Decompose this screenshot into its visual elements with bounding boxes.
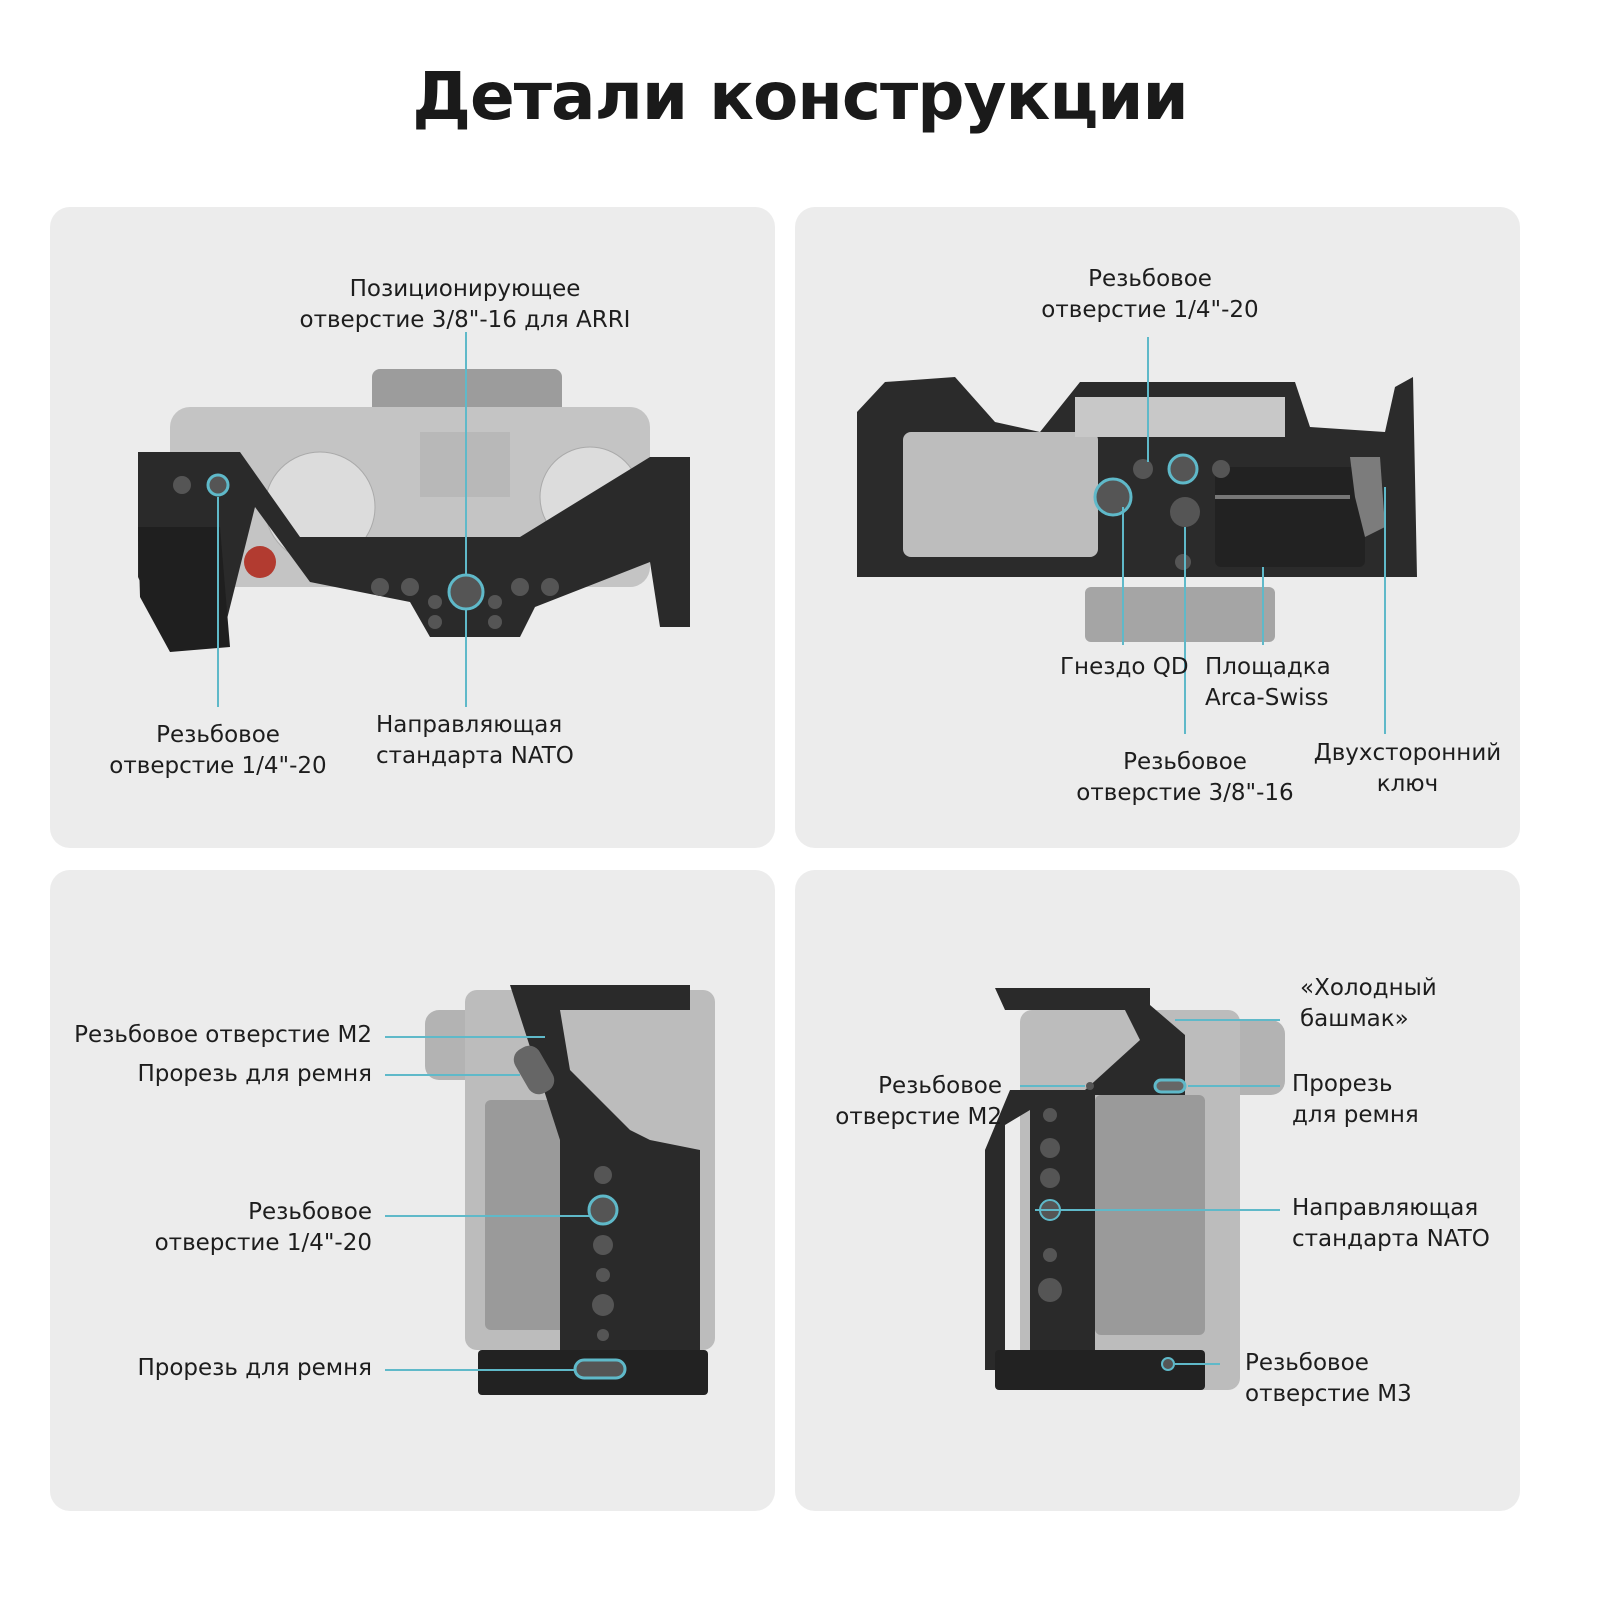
label-line: Двухсторонний [1313,740,1502,766]
label-line: отверстие M2 [835,1104,1002,1130]
label-arri-hole: Позиционирующее отверстие 3/8"-16 для AR… [280,274,650,336]
label-line: отверстие 3/8"-16 для ARRI [299,307,631,333]
label-strap-slot: Прорезь для ремня [1292,1069,1419,1131]
panel-bottom-view: Резьбовое отверстие 1/4"-20 Гнездо QD Пл… [795,207,1520,848]
label-quarter-inch-hole: Резьбовое отверстие 1/4"-20 [100,720,336,782]
label-m2-hole: Резьбовое отверстие M2 [74,1020,372,1051]
label-three-eighths-hole: Резьбовое отверстие 3/8"-16 [1065,747,1305,809]
label-line: Резьбовое [248,1199,372,1225]
label-arca-swiss: Площадка Arca-Swiss [1205,652,1331,714]
label-cold-shoe: «Холодный башмак» [1300,973,1437,1035]
label-line: отверстие M3 [1245,1381,1412,1407]
label-strap-slot-bottom: Прорезь для ремня [137,1353,372,1384]
label-line: Прорезь для ремня [137,1355,372,1381]
label-line: отверстие 1/4"-20 [1041,297,1259,323]
label-line: Резьбовое [1123,749,1247,775]
label-line: стандарта NATO [1292,1226,1490,1252]
cage-top-view-illustration [138,332,690,707]
label-line: Позиционирующее [349,276,581,302]
label-line: для ремня [1292,1102,1419,1128]
label-line: Направляющая [1292,1195,1479,1221]
label-line: Резьбовое [1088,266,1212,292]
label-line: отверстие 1/4"-20 [109,753,327,779]
label-strap-slot-top: Прорезь для ремня [137,1059,372,1090]
cage-left-side-illustration [385,985,715,1395]
label-qd-socket: Гнездо QD [1060,652,1189,683]
label-line: Направляющая [376,712,563,738]
page-title: Детали конструкции [412,58,1188,135]
label-line: Arca-Swiss [1205,685,1329,711]
label-line: Площадка [1205,654,1331,680]
label-line: стандарта NATO [376,743,574,769]
label-line: Резьбовое [878,1073,1002,1099]
label-line: Гнездо QD [1060,654,1189,680]
label-line: башмак» [1300,1006,1409,1032]
cage-bottom-view-illustration [857,337,1417,734]
panel-right-side-view: «Холодный башмак» Резьбовое отверстие M2… [795,870,1520,1511]
label-nato-rail: Направляющая стандарта NATO [1292,1193,1490,1255]
label-line: Прорезь для ремня [137,1061,372,1087]
label-line: Резьбовое [156,722,280,748]
label-quarter-inch-hole: Резьбовое отверстие 1/4"-20 [1025,264,1275,326]
label-line: Прорезь [1292,1071,1393,1097]
label-m3-hole: Резьбовое отверстие M3 [1245,1348,1412,1410]
label-line: отверстие 3/8"-16 [1076,780,1294,806]
label-quarter-inch-hole: Резьбовое отверстие 1/4"-20 [155,1197,372,1259]
panel-left-side-view: Резьбовое отверстие M2 Прорезь для ремня… [50,870,775,1511]
label-m2-hole: Резьбовое отверстие M2 [835,1071,1002,1133]
label-line: отверстие 1/4"-20 [154,1230,372,1256]
label-nato-rail: Направляющая стандарта NATO [376,710,574,772]
label-line: Резьбовое [1245,1350,1369,1376]
cage-right-side-illustration [985,988,1285,1390]
label-line: ключ [1376,771,1439,797]
panel-top-view: Позиционирующее отверстие 3/8"-16 для AR… [50,207,775,848]
label-double-sided-key: Двухсторонний ключ [1305,738,1510,800]
label-line: Резьбовое отверстие M2 [74,1022,372,1048]
label-line: «Холодный [1300,975,1437,1001]
